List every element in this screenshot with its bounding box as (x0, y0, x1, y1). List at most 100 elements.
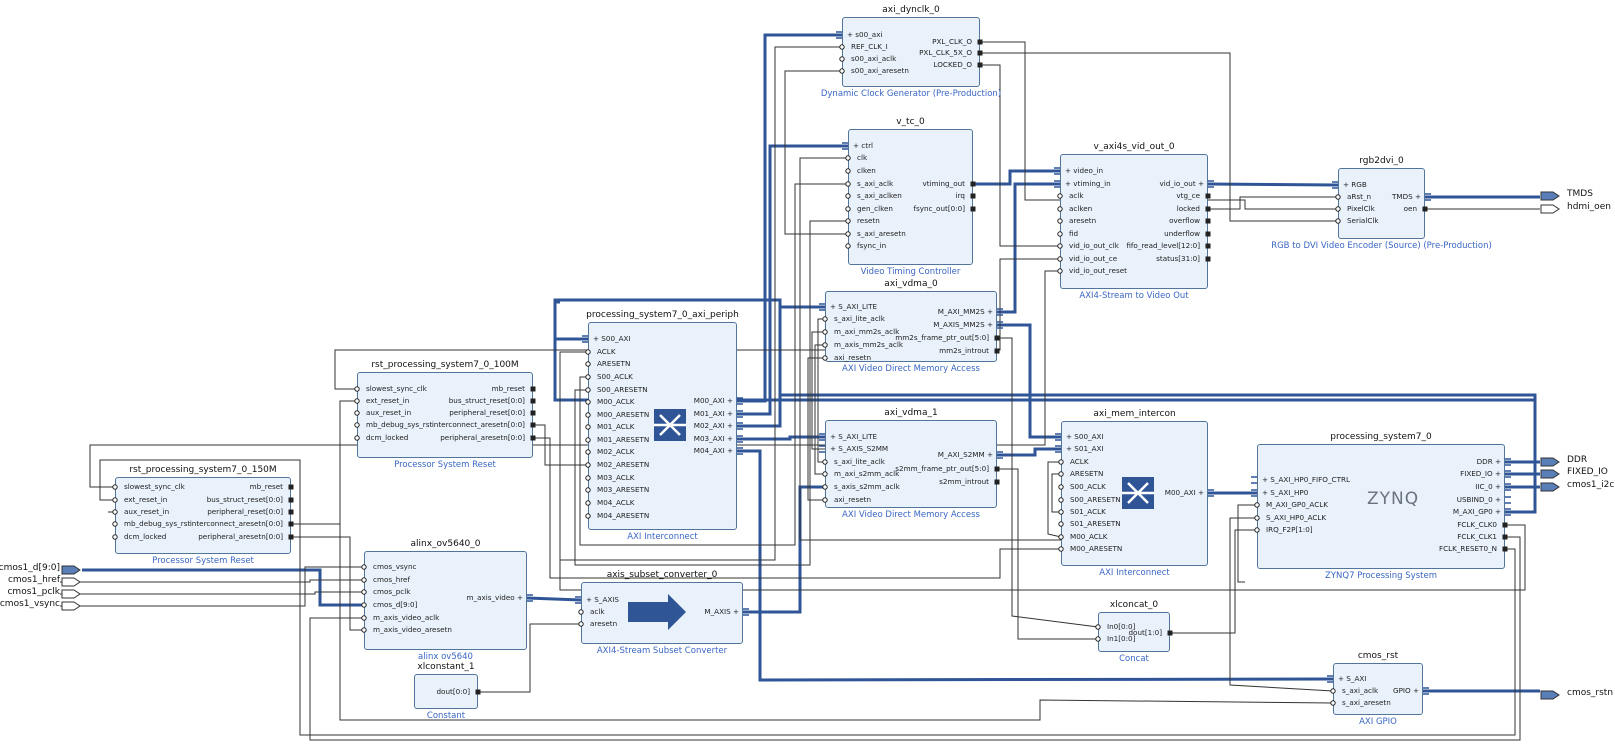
pin-marker[interactable] (845, 218, 851, 224)
ip-block-ov5640[interactable] (364, 551, 527, 650)
external-input-port-icon[interactable] (61, 589, 81, 599)
pin-marker[interactable] (822, 471, 828, 477)
pin-marker[interactable] (288, 534, 294, 540)
pin-marker[interactable] (585, 387, 591, 393)
ip-block-ps7[interactable] (1257, 444, 1505, 569)
port-label[interactable]: mb_reset (249, 482, 283, 491)
port-label[interactable]: In1[0:0] (1107, 634, 1136, 643)
pin-marker[interactable] (585, 487, 591, 493)
bus-pin-marker[interactable] (1251, 489, 1257, 497)
port-label[interactable]: + S_AXIS (586, 595, 619, 604)
ip-block-dynclk[interactable] (842, 17, 980, 87)
port-label[interactable]: m_axis_video_aresetn (373, 625, 452, 634)
port-label[interactable]: FIXED_IO + (1460, 469, 1501, 478)
bus-pin-marker[interactable] (1208, 489, 1214, 497)
port-label[interactable]: s_axi_aresetn (857, 229, 906, 238)
external-input-port-icon[interactable] (61, 565, 81, 575)
port-label[interactable]: dcm_locked (124, 532, 167, 541)
port-label[interactable]: cmos_vsync (373, 562, 417, 571)
port-label[interactable]: ext_reset_in (366, 396, 410, 405)
port-label[interactable]: s_axi_lite_aclk (834, 457, 885, 466)
port-label[interactable]: bus_struct_reset[0:0] (448, 396, 525, 405)
pin-marker[interactable] (1057, 206, 1063, 212)
external-input-port-icon[interactable] (61, 601, 81, 611)
port-label[interactable]: In0[0:0] (1107, 622, 1136, 631)
pin-marker[interactable] (970, 206, 976, 212)
port-label[interactable]: cmos_d[9:0] (373, 600, 418, 609)
pin-marker[interactable] (530, 422, 536, 428)
port-label[interactable]: s_axis_s2mm_aclk (834, 482, 900, 491)
bus-pin-marker[interactable] (1251, 476, 1257, 484)
pin-marker[interactable] (288, 509, 294, 515)
pin-marker[interactable] (1254, 502, 1260, 508)
pin-marker[interactable] (288, 521, 294, 527)
pin-marker[interactable] (994, 335, 1000, 341)
port-label[interactable]: aresetn (1069, 216, 1097, 225)
pin-marker[interactable] (354, 422, 360, 428)
pin-marker[interactable] (1058, 471, 1064, 477)
pin-marker[interactable] (977, 62, 983, 68)
port-label[interactable]: M00_AXI + (1164, 488, 1204, 497)
pin-marker[interactable] (994, 479, 1000, 485)
bus-pin-marker[interactable] (819, 445, 825, 453)
port-label[interactable]: s_axi_aclk (1342, 686, 1379, 695)
port-label[interactable]: DDR + (1476, 457, 1501, 466)
pin-marker[interactable] (585, 349, 591, 355)
pin-marker[interactable] (1058, 459, 1064, 465)
port-label[interactable]: + RGB (1343, 180, 1367, 189)
port-label[interactable]: FCLK_RESET0_N (1438, 544, 1497, 553)
port-label[interactable]: FCLK_CLK0 (1457, 520, 1497, 529)
pin-marker[interactable] (1254, 515, 1260, 521)
port-label[interactable]: aclk (590, 607, 605, 616)
pin-marker[interactable] (994, 348, 1000, 354)
port-label[interactable]: M04_ACLK (597, 498, 635, 507)
pin-marker[interactable] (585, 374, 591, 380)
port-label[interactable]: M_AXI_MM2S + (937, 307, 993, 316)
pin-marker[interactable] (1502, 534, 1508, 540)
pin-marker[interactable] (839, 44, 845, 50)
pin-marker[interactable] (1422, 206, 1428, 212)
port-label[interactable]: M01_AXI + (693, 409, 733, 418)
external-output-port-icon[interactable] (1540, 204, 1560, 214)
port-label[interactable]: locked (1176, 204, 1200, 213)
port-label[interactable]: IIC_0 + (1475, 482, 1501, 491)
port-label[interactable]: S_AXI_HP0_ACLK (1266, 513, 1327, 522)
port-label[interactable]: + s00_axi (847, 30, 883, 39)
port-label[interactable]: + S_AXI_HP0 (1262, 488, 1309, 497)
pin-marker[interactable] (845, 231, 851, 237)
bus-pin-marker[interactable] (1055, 445, 1061, 453)
port-label[interactable]: irq (955, 191, 965, 200)
external-output-port-icon[interactable] (1540, 482, 1560, 492)
port-label[interactable]: M_AXI_GP0_ACLK (1266, 500, 1328, 509)
pin-marker[interactable] (530, 398, 536, 404)
port-label[interactable]: ARESETN (1070, 469, 1104, 478)
external-output-port-icon[interactable] (1540, 690, 1560, 700)
pin-marker[interactable] (354, 398, 360, 404)
port-label[interactable]: + S01_AXI (1066, 444, 1104, 453)
port-label[interactable]: s00_axi_aclk (851, 54, 897, 63)
pin-marker[interactable] (822, 484, 828, 490)
port-label[interactable]: s_axi_lite_aclk (834, 314, 885, 323)
bus-pin-marker[interactable] (1423, 687, 1429, 695)
pin-marker[interactable] (1330, 688, 1336, 694)
port-label[interactable]: s_axi_aclk (857, 179, 894, 188)
port-label[interactable]: peripheral_aresetn[0:0] (440, 433, 525, 442)
pin-marker[interactable] (1058, 497, 1064, 503)
port-label[interactable]: clk (857, 153, 868, 162)
port-label[interactable]: mb_debug_sys_rst (124, 519, 191, 528)
ip-block-vdma0[interactable] (825, 291, 997, 362)
ip-block-rst150[interactable] (115, 477, 291, 554)
port-label[interactable]: dout[1:0] (1128, 628, 1162, 637)
pin-marker[interactable] (1058, 546, 1064, 552)
pin-marker[interactable] (1205, 206, 1211, 212)
pin-marker[interactable] (1205, 231, 1211, 237)
port-label[interactable]: axi_resetn (834, 353, 872, 362)
pin-marker[interactable] (354, 410, 360, 416)
port-label[interactable]: S01_ARESETN (1070, 519, 1121, 528)
port-label[interactable]: S00_ACLK (1070, 482, 1106, 491)
port-label[interactable]: S01_ACLK (1070, 507, 1106, 516)
pin-marker[interactable] (1167, 630, 1173, 636)
port-label[interactable]: M02_ACLK (597, 447, 635, 456)
port-label[interactable]: oen (1403, 204, 1417, 213)
port-label[interactable]: ext_reset_in (124, 495, 168, 504)
